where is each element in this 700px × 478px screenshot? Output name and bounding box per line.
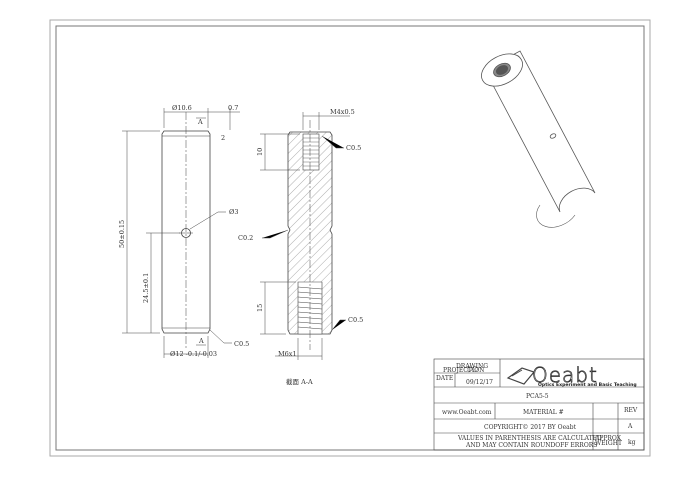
dim-chamfer-c05-bottom: C0.5 <box>348 316 363 324</box>
copyright: COPYRIGHT© 2017 BY Oeabt <box>484 424 577 431</box>
drawing-projection-2: PROJECTION <box>443 367 484 374</box>
material: MATERIAL # <box>523 409 564 416</box>
dim-thread-top: M4x0.5 <box>330 108 355 116</box>
dim-chamfer-bottom: C0.5 <box>234 340 249 348</box>
note-line-2: AND MAY CONTAIN ROUNDOFF ERRORS <box>465 442 597 449</box>
dim-chamfer-top: 0.7 <box>228 104 238 112</box>
dim-thread-bottom: M6x1 <box>278 350 297 358</box>
section-view <box>260 112 350 360</box>
kg-unit: kg <box>628 439 636 446</box>
dim-section-a-top: A <box>197 118 203 126</box>
rev-label: REV <box>624 407 638 414</box>
dim-thread-bottom-depth: 15 <box>256 304 264 312</box>
dim-angle: 2 <box>221 134 225 142</box>
part-number: PCA5-5 <box>526 393 549 400</box>
dim-length-total: 50±0.15 <box>118 220 126 248</box>
approx-weight: APPROX <box>594 435 622 442</box>
dim-dia-top: Ø10.6 <box>172 104 192 112</box>
dim-chamfer-c05-top: C0.5 <box>346 144 361 152</box>
section-label: 截面 A-A <box>286 377 313 386</box>
note-line-1: VALUES IN PARENTHESIS ARE CALCULATED <box>457 435 602 442</box>
rev-value: A <box>627 423 633 430</box>
dim-thread-top-depth: 10 <box>256 148 264 156</box>
dim-hole-pos: 24.5±0.1 <box>142 273 150 303</box>
dim-hole-dia: Ø3 <box>229 208 238 216</box>
drawing-projection: DRAWING <box>456 363 488 370</box>
date-value: 09/12/17 <box>466 379 493 386</box>
inner-border <box>55 25 645 451</box>
dim-section-a-bottom: A <box>198 337 204 345</box>
dim-dia-bottom: Ø12 -0.1/-0.03 <box>170 350 217 358</box>
oeabt-logo: Oeabt Optics Experiment and Basic Teachi… <box>506 363 637 388</box>
brand-tagline: Optics Experiment and Basic Teaching <box>538 382 637 388</box>
title-block <box>433 358 645 451</box>
website: www.Oeabt.com <box>442 409 492 416</box>
isometric-view <box>481 50 596 228</box>
dim-groove: C0.2 <box>238 234 253 242</box>
date-label: DATE <box>436 375 453 382</box>
brand-name: Oeabt <box>532 363 598 387</box>
outer-border <box>49 19 651 457</box>
front-view <box>122 108 240 358</box>
approx-weight-2: WEIGHT <box>595 440 622 447</box>
